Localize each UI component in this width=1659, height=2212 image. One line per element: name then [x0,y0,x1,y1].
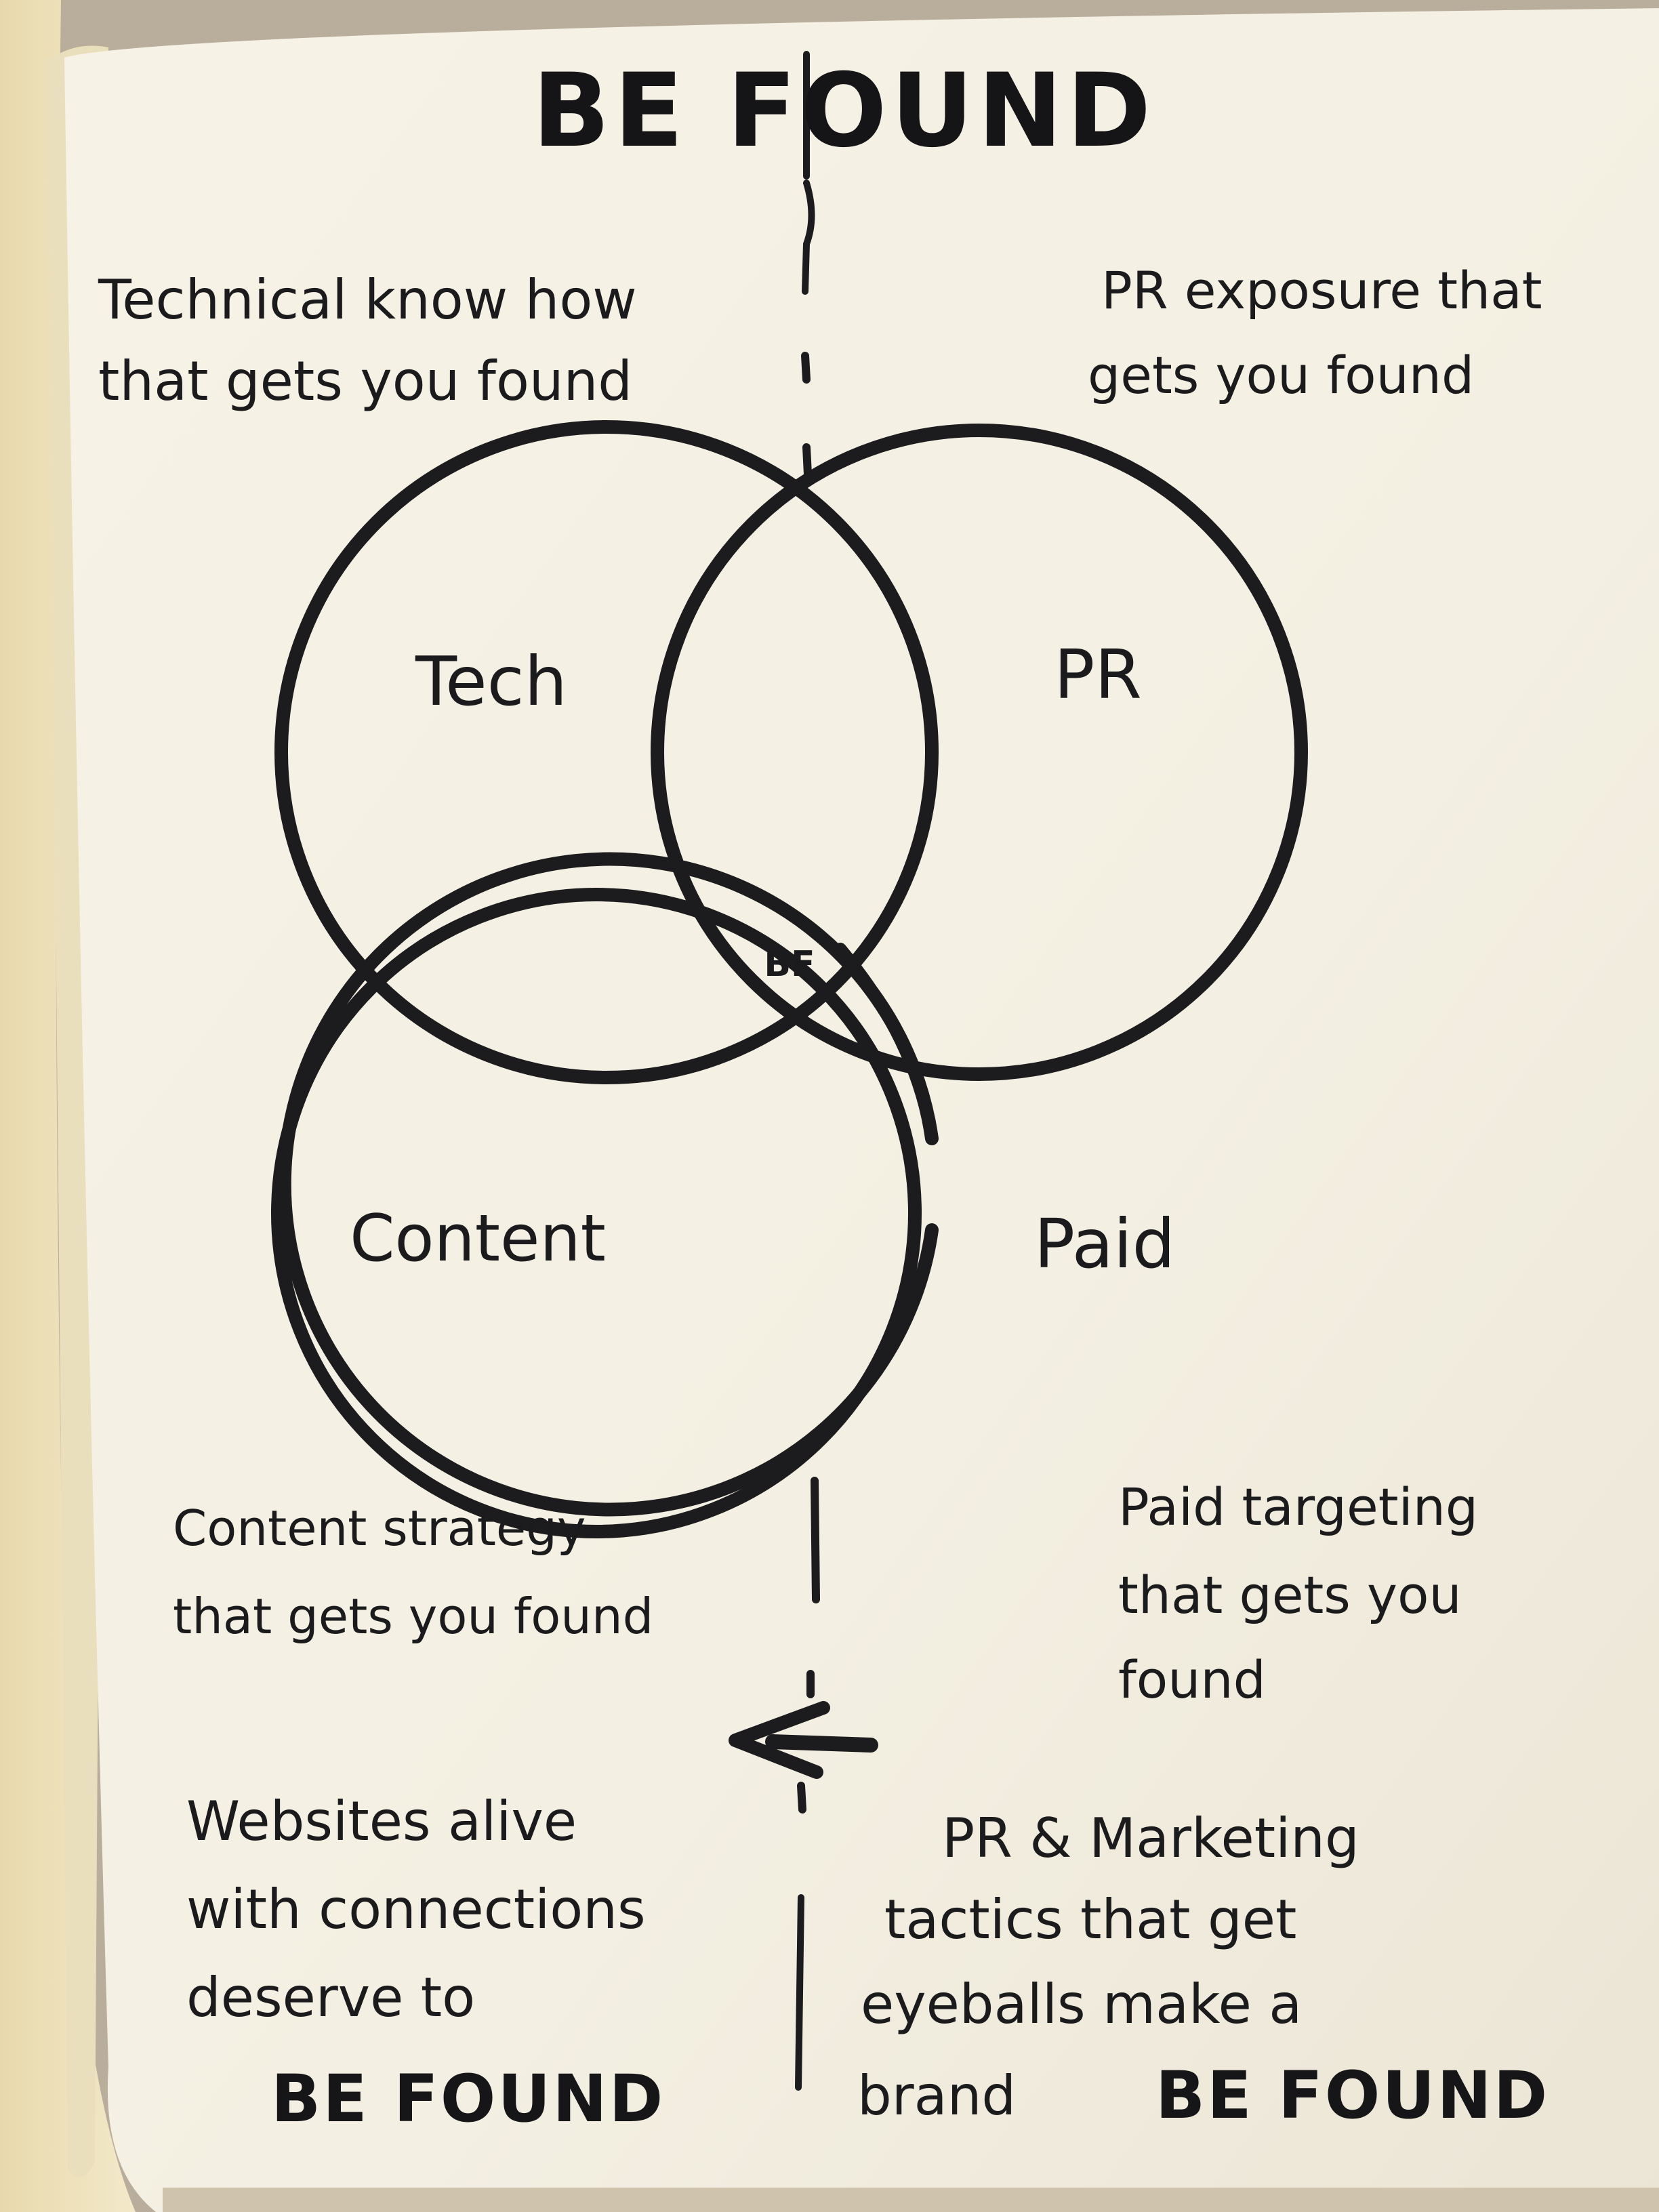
annotation-tech: Technical know how that gets you found [98,268,637,413]
circle-pr [651,424,1308,1081]
annotation-pr-line-2: gets you found [1088,345,1474,405]
statement-pr-marketing: PR & Marketing tactics that get eyeballs… [857,1807,1549,2133]
annotation-paid-line-3: found [1118,1650,1266,1710]
statement-pr-emphasis: BE FOUND [1155,2057,1549,2133]
left-arrow-icon [729,1701,878,1779]
statement-pr-line-4: brand [857,2064,1016,2127]
statement-websites-emphasis: BE FOUND [271,2061,665,2137]
label-content: Content [350,1202,606,1276]
annotation-paid-line-1: Paid targeting [1118,1477,1478,1537]
statement-pr-line-2: tactics that get [884,1888,1296,1951]
vertical-divider [795,51,820,2091]
label-paid: Paid [1034,1204,1175,1284]
annotation-content: Content strategy that gets you found [173,1500,653,1645]
label-center: BF [764,944,815,985]
circle-paid [277,852,939,1517]
table-surface [163,2188,1659,2212]
annotation-pr: PR exposure that gets you found [1088,260,1542,405]
label-tech: Tech [415,642,567,721]
annotation-pr-line-1: PR exposure that [1101,260,1542,321]
statement-websites-line-3: deserve to [186,1966,475,2029]
statement-websites-line-1: Websites alive [186,1790,577,1853]
circle-paid-inner-stroke [834,943,938,1145]
annotation-content-line-2: that gets you found [173,1588,653,1645]
statement-pr-line-1: PR & Marketing [942,1807,1359,1870]
venn-diagram [271,420,1308,1538]
left-page-edge [0,0,136,2212]
annotation-tech-line-2: that gets you found [98,350,632,413]
statement-websites: Websites alive with connections deserve … [186,1790,665,2137]
annotation-tech-line-1: Technical know how [98,268,637,331]
circle-content [271,888,922,1538]
paper-page [64,8,1659,2212]
label-pr: PR [1054,635,1142,714]
statement-websites-line-2: with connections [186,1878,646,1941]
circle-tech [274,420,939,1084]
annotation-content-line-1: Content strategy [173,1500,586,1557]
annotation-paid: Paid targeting that gets you found [1118,1477,1478,1710]
annotation-paid-line-2: that gets you [1118,1565,1462,1625]
statement-pr-line-3: eyeballs make a [861,1973,1302,2036]
page-title: BE FOUND [533,52,1155,170]
